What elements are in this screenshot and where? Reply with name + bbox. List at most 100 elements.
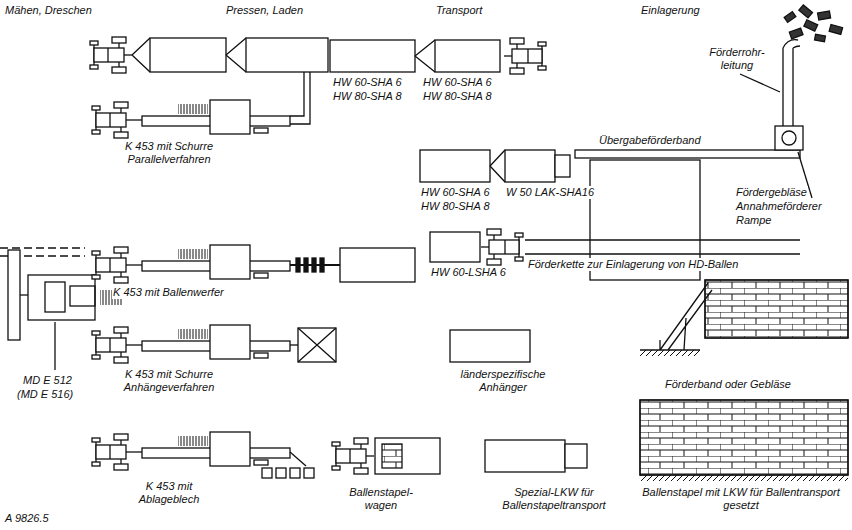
ramp-conveyor-chain-part: [481, 229, 523, 265]
storage-building-part: [784, 5, 842, 42]
machine-label: Ballenstapel- wagen: [338, 486, 424, 512]
transport-row1: [330, 38, 546, 74]
trailer-train-row1: [90, 37, 328, 73]
transport-row2-part: [555, 155, 570, 177]
trailer-train-row1-part: [132, 38, 150, 72]
bale-stacks-part: [660, 283, 712, 350]
baler-parallel-part: [92, 100, 290, 138]
storage-building: [575, 5, 843, 280]
machine-label: HW 80-SHA 8: [332, 90, 403, 103]
transport-row1-part: [504, 38, 546, 74]
transport-row2-part: [505, 150, 555, 182]
transport-row1-part: [415, 40, 435, 72]
machine-label: W 50 LAK-SHA16: [505, 186, 595, 199]
storage-building-part-part: [829, 25, 842, 35]
mower-thresher-part: [70, 286, 95, 306]
machine-label: HW 60-SHA 6: [422, 76, 493, 89]
mower-thresher-part: [45, 282, 65, 312]
baler-trailer: [92, 325, 530, 363]
machine-label: (MD E 516): [16, 388, 74, 401]
transport-row2: [420, 150, 570, 182]
baler-deposit-plate-part: [290, 468, 300, 478]
machine-label: Ballenstapel mit LKW für Ballentransport…: [640, 486, 842, 512]
machine-label: K 453 mit Ballenwerfer: [112, 286, 225, 299]
baler-bale-thrower-part: [92, 245, 290, 283]
baler-trailer-part: [450, 330, 530, 362]
trailer-train-row1-part: [90, 37, 132, 73]
bale-stacks: [640, 280, 848, 481]
baler-deposit-plate-part: [565, 444, 587, 468]
ramp-conveyor-chain-part: [525, 253, 800, 254]
baler-bale-thrower-part: [290, 264, 340, 266]
baler-deposit-plate-part: [375, 438, 440, 474]
baler-bale-thrower: [92, 245, 415, 283]
baler-parallel: [92, 72, 310, 138]
part-label: Förderkette zur Einlagerung von HD-Balle…: [527, 258, 739, 271]
machine-label: K 453 mit Ablageblech: [126, 480, 212, 506]
transport-row1-part: [330, 40, 415, 72]
part-label: Annahmeförderer: [735, 200, 823, 213]
baler-deposit-plate-part: [382, 444, 402, 468]
baler-trailer-part: [92, 325, 290, 363]
machine-label: HW 60-LSHA 6: [430, 266, 507, 279]
bale-stacks-part: [640, 349, 700, 350]
trailer-train-row1-part: [226, 38, 246, 72]
bale-stacks-part: [705, 280, 848, 338]
mower-thresher-part: [8, 250, 20, 340]
column-heading: Mähen, Dreschen: [4, 4, 93, 17]
storage-building-part-part: [784, 12, 796, 23]
storage-building-part-part: [815, 34, 826, 42]
part-label: Rampe: [735, 214, 772, 227]
machine-label: HW 60-SHA 6: [332, 76, 403, 89]
part-label: Förderband oder Gebläse: [664, 378, 792, 391]
baler-trailer-part: [298, 328, 336, 362]
baler-deposit-plate: [92, 432, 587, 478]
machine-label: HW 60-SHA 6: [420, 186, 491, 199]
transport-row2-part: [490, 150, 505, 182]
baler-trailer-part: [298, 328, 336, 362]
baler-deposit-plate-part: [262, 468, 272, 478]
baler-parallel-part: [290, 72, 310, 124]
baler-deposit-plate-part: [332, 438, 374, 474]
bale-stacks-part: [640, 350, 700, 356]
baler-deposit-plate-part: [304, 468, 314, 478]
machine-label: HW 80-SHA 8: [420, 200, 491, 213]
machine-label: HW 80-SHA 8: [422, 90, 493, 103]
mower-thresher-part: [28, 275, 95, 320]
part-label: Förderrohr- leitung: [705, 46, 769, 72]
column-heading: Pressen, Laden: [225, 4, 304, 17]
ramp-conveyor-chain-part: [525, 239, 800, 240]
storage-building-part-part: [804, 20, 818, 31]
storage-building-part: [740, 74, 780, 92]
storage-building-part: [575, 150, 800, 158]
machine-label: K 453 mit Schurre Parallelverfahren: [112, 140, 226, 166]
column-heading: Einlagerung: [640, 4, 701, 17]
machine-label: länderspezifische Anhänger: [452, 368, 554, 394]
mower-thresher-part: [54, 322, 55, 370]
trailer-train-row1-part: [150, 38, 226, 72]
part-label: Fördergebläse: [735, 186, 808, 199]
storage-building-part-part: [789, 28, 803, 39]
baler-trailer-part: [290, 344, 298, 345]
mower-thresher-part: [20, 294, 28, 295]
storage-building-part: [783, 40, 800, 126]
transport-row1-part: [435, 40, 500, 72]
machine-label: Spezial-LKW für Ballenstapeltransport: [478, 486, 630, 512]
transport-row2-part: [420, 150, 490, 182]
figure-number: A 9826.5: [4, 512, 50, 525]
bale-stacks-part: [640, 400, 848, 475]
storage-building-part-part: [818, 11, 831, 20]
ramp-conveyor-chain-part: [430, 232, 480, 262]
baler-deposit-plate-part: [276, 468, 286, 478]
storage-building-part-part: [799, 5, 813, 18]
bale-stacks-part: [640, 400, 848, 475]
machine-label: K 453 mit Schurre Anhängeverfahren: [112, 368, 226, 394]
bale-stacks-part: [640, 475, 848, 481]
storage-building-part: [782, 131, 796, 145]
baler-deposit-plate-part: [92, 432, 290, 470]
baler-deposit-plate-part: [290, 452, 306, 466]
trailer-train-row1-part: [246, 38, 328, 72]
bale-stacks-part: [705, 280, 848, 338]
